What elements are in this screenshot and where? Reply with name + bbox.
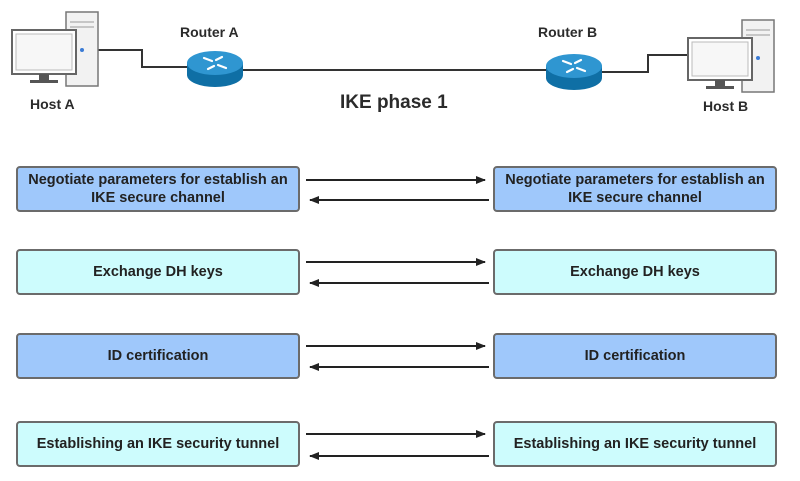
host-a-label: Host A <box>30 96 75 112</box>
step-4-left-box: Establishing an IKE security tunnel <box>16 421 300 467</box>
link-router-b-host-b <box>602 54 690 73</box>
host-a-computer-icon <box>11 11 99 87</box>
host-b-label: Host B <box>703 98 749 114</box>
step-1-right-box: Negotiate parameters for establish an IK… <box>493 166 777 212</box>
step-2-right-box: Exchange DH keys <box>493 249 777 295</box>
step-3-left-box: ID certification <box>16 333 300 379</box>
network-topology <box>11 11 775 93</box>
step-1-left-box: Negotiate parameters for establish an IK… <box>16 166 300 212</box>
router-b-icon <box>546 54 602 90</box>
host-b-computer-icon <box>687 19 775 93</box>
router-a-icon <box>187 51 243 87</box>
link-host-a-router-a <box>98 49 190 68</box>
router-b-label: Router B <box>538 24 598 40</box>
step-3-right-box: ID certification <box>493 333 777 379</box>
diagram-title: IKE phase 1 <box>340 92 448 113</box>
router-a-label: Router A <box>180 24 239 40</box>
step-4-right-box: Establishing an IKE security tunnel <box>493 421 777 467</box>
step-2-left-box: Exchange DH keys <box>16 249 300 295</box>
